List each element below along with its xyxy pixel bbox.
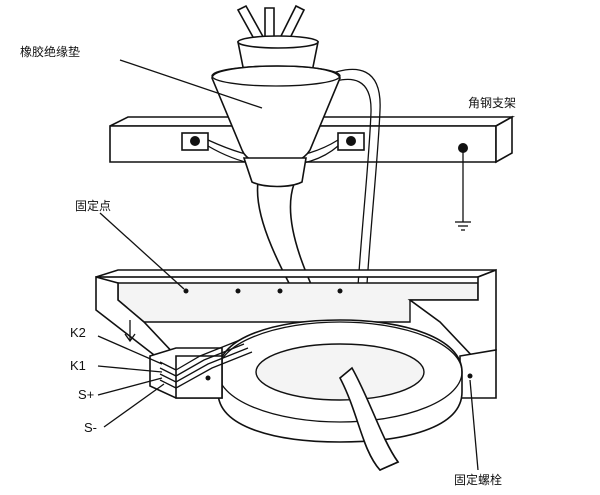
leader-s-plus [97,377,163,396]
base-tray [95,268,497,399]
leader-k1 [97,365,163,373]
label-k2: K2 [70,325,86,340]
label-s-minus: S- [84,420,97,435]
label-angle-bracket: 角钢支架 [468,96,516,110]
leader-s-minus [103,383,165,428]
arrow-down-icon [124,320,136,343]
leader-rubber-pad [119,59,263,109]
label-s-plus: S+ [78,387,94,402]
label-fixing-point: 固定点 [75,198,111,213]
label-rubber-pad: 橡胶绝缘垫 [20,44,80,59]
current-transformer-ring [217,319,463,443]
ground-symbol [455,143,471,231]
secondary-wire-inner [321,78,372,303]
bracket-bolt-right [337,132,365,151]
fixing-points [183,288,343,294]
leader-fixing-bolt [469,379,479,471]
leader-k2 [97,335,163,365]
bracket-bolt-left [181,132,209,151]
label-k1: K1 [70,358,86,373]
terminal-block [149,339,253,399]
leader-fixing-point [99,212,185,290]
fixing-bolt-dot [467,373,473,379]
label-fixing-bolt: 固定螺栓 [454,472,502,487]
rubber-insulating-pad [211,35,341,188]
cable-front [338,366,400,471]
